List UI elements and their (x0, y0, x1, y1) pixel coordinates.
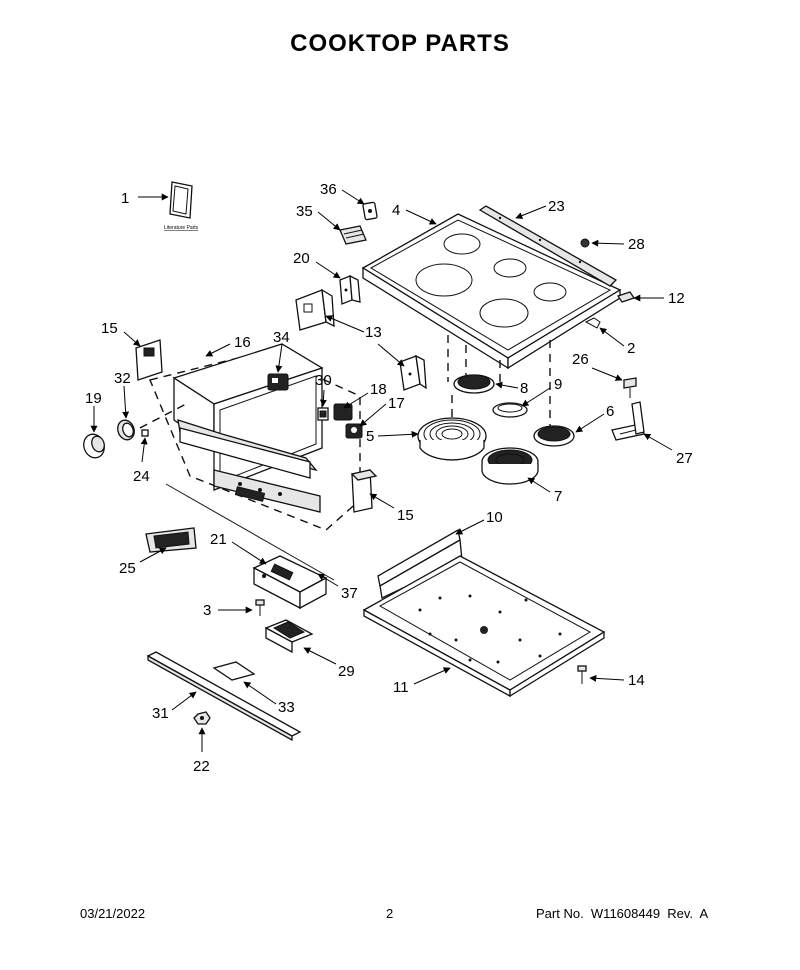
callout-26: 26 (572, 351, 589, 368)
part-8-surface-element-small (453, 374, 495, 394)
callout-36: 36 (320, 181, 337, 198)
callout-18: 18 (370, 381, 387, 398)
footer-date: 03/21/2022 (80, 906, 146, 921)
part-31-rail (146, 651, 302, 742)
footer-page-number: 2 (386, 906, 394, 921)
callout-20: 20 (293, 250, 310, 267)
cooktop-glass-top (361, 213, 622, 370)
part-15-end-cap-right (350, 469, 378, 513)
callout-10: 10 (486, 509, 503, 526)
callout-32: 32 (114, 370, 131, 387)
callout-17: 17 (388, 395, 405, 412)
callout-14: 14 (628, 672, 645, 689)
part-28-grommet (580, 238, 590, 248)
part-17-switch (345, 423, 363, 439)
part-20-bracket (339, 274, 361, 305)
leader-lines (90, 189, 673, 752)
part-24-shaft (139, 403, 187, 437)
callout-5: 5 (366, 428, 374, 445)
callout-15-upper: 15 (101, 320, 118, 337)
callout-3: 3 (203, 602, 211, 619)
callout-27: 27 (676, 450, 693, 467)
literature-label: Literature Parts (164, 225, 199, 231)
callout-24: 24 (133, 468, 150, 485)
part-2-bracket (584, 317, 601, 329)
part-36-bracket (362, 201, 378, 221)
callout-1: 1 (121, 190, 129, 207)
part-30-switch (317, 407, 329, 421)
callout-19: 19 (85, 390, 102, 407)
part-3-screw (255, 599, 265, 616)
callout-28: 28 (628, 236, 645, 253)
callout-21: 21 (210, 531, 227, 548)
part-7-surface-element (481, 447, 539, 485)
part-19-knob (83, 433, 105, 459)
part-6-surface-element (533, 425, 575, 447)
part-13-bracket-left (295, 288, 335, 331)
callout-2: 2 (627, 340, 635, 357)
part-35-clip (339, 225, 367, 245)
callout-11: 11 (393, 679, 409, 696)
callout-7: 7 (554, 488, 562, 505)
part-5-surface-element-large (417, 417, 487, 461)
callout-35: 35 (296, 203, 313, 220)
callout-9: 9 (554, 376, 562, 393)
callout-numbers: 1 2 3 4 5 6 7 8 9 10 11 12 13 14 15 15 1… (85, 181, 693, 775)
literature-parts-booklet: Literature Parts (164, 181, 199, 231)
part-25-panel (145, 527, 197, 553)
part-15-end-cap-left (135, 339, 163, 381)
callout-16: 16 (234, 334, 251, 351)
callout-23: 23 (548, 198, 565, 215)
callout-8: 8 (520, 380, 528, 397)
part-26-screw (623, 377, 637, 398)
callout-30: 30 (315, 372, 332, 389)
callout-15-lower: 15 (397, 507, 414, 524)
part-13-bracket-right (399, 354, 427, 391)
callout-12: 12 (668, 290, 685, 307)
rear-trim-strip (478, 205, 618, 287)
part-37-wire (165, 483, 335, 581)
callout-37: 37 (341, 585, 358, 602)
footer-part-number: Part No. W11608449 Rev. A (536, 906, 709, 921)
part-33-bracket (212, 661, 256, 681)
part-32-bezel (117, 419, 135, 441)
callout-34: 34 (273, 329, 290, 346)
callout-22: 22 (193, 758, 210, 775)
part-21-control-board (252, 555, 328, 610)
part-9-ring (492, 402, 528, 418)
page-title: COOKTOP PARTS (290, 30, 510, 57)
callout-29: 29 (338, 663, 355, 680)
part-16-control-panel-assembly (149, 343, 361, 531)
part-27-bracket (611, 401, 645, 441)
part-18-switch (333, 403, 353, 421)
callout-4: 4 (392, 202, 400, 219)
part-22-nut (193, 711, 211, 725)
callout-31: 31 (152, 705, 169, 722)
part-29-connector (264, 619, 314, 654)
callout-33: 33 (278, 699, 295, 716)
part-14-screw (577, 665, 587, 684)
callout-6: 6 (606, 403, 614, 420)
callout-13: 13 (365, 324, 382, 341)
part-34-switch (267, 373, 289, 391)
part-11-burner-box (362, 555, 606, 698)
callout-25: 25 (119, 560, 136, 577)
